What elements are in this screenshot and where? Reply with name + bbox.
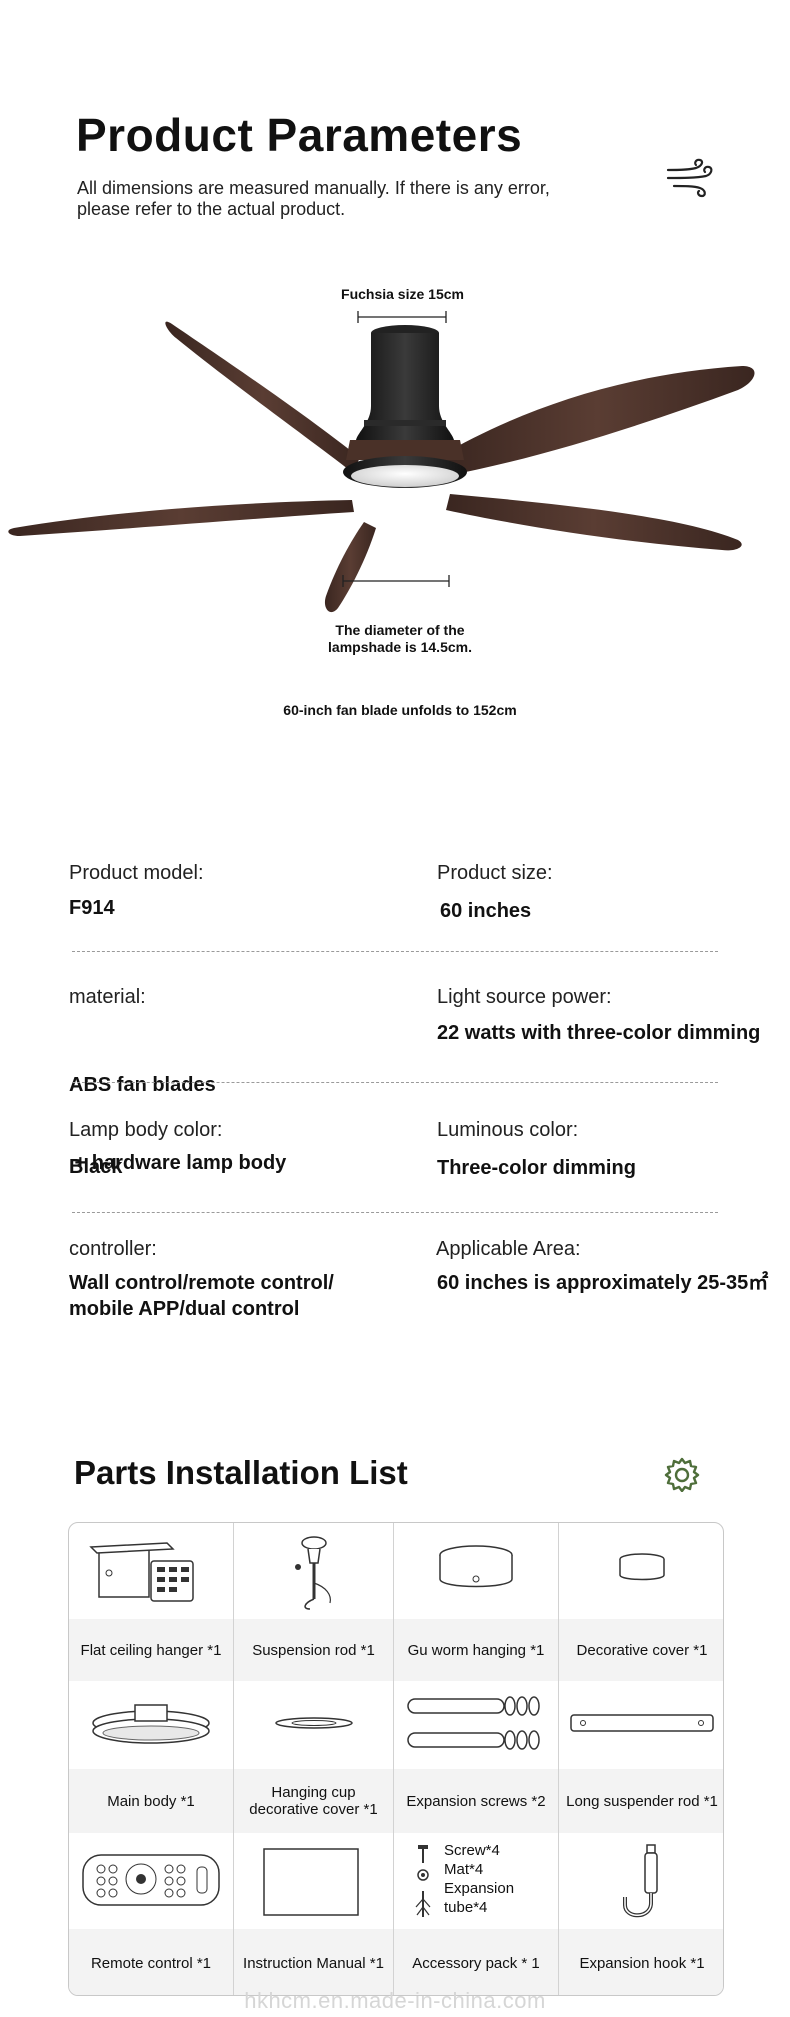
part-label: Flat ceiling hanger *1 (69, 1619, 233, 1681)
param-label-size: Product size: (437, 862, 553, 884)
part-label: Accessory pack * 1 (394, 1929, 558, 1995)
parts-table: Flat ceiling hanger *1 Suspension rod *1… (68, 1522, 724, 1996)
param-value-line: mobile APP/dual control (69, 1298, 300, 1320)
param-label-area: Applicable Area: (436, 1238, 581, 1260)
lampshade-label-line: lampshade is 14.5cm. (328, 639, 472, 655)
long-suspender-rod-icon (570, 1714, 714, 1732)
param-label-lamp-color: Lamp body color: (69, 1119, 223, 1141)
fan-motor-housing (356, 333, 454, 440)
screw-glyphs (415, 1845, 431, 1917)
fan-blade (165, 321, 360, 472)
accessory-pack-icon: Screw*4 Mat*4 Expansion tube*4 (394, 1833, 558, 1929)
part-cell: Gu worm hanging *1 (394, 1523, 559, 1681)
part-cell: Flat ceiling hanger *1 (69, 1523, 234, 1681)
part-cell: Main body *1 (69, 1681, 234, 1833)
param-value-power: 22 watts with three-color dimming (437, 1022, 761, 1044)
param-value-area: 60 inches is approximately 25-35㎡ (437, 1272, 769, 1294)
fan-blade (324, 522, 376, 613)
divider (72, 951, 718, 952)
part-cell: Instruction Manual *1 (234, 1833, 394, 1995)
part-label: Remote control *1 (69, 1929, 233, 1995)
subtitle-line: please refer to the actual product. (77, 199, 346, 219)
accessory-line: Expansion (444, 1880, 515, 1897)
part-label: Instruction Manual *1 (234, 1929, 393, 1995)
part-cell: Expansion hook *1 (559, 1833, 723, 1995)
param-value-size: 60 inches (440, 900, 532, 922)
gear-icon (664, 1457, 700, 1492)
part-label: Expansion hook *1 (559, 1929, 723, 1995)
lampshade-label-line: The diameter of the (335, 622, 465, 638)
accessory-pack-list: Screw*4 Mat*4 Expansion tube*4 (444, 1841, 514, 1917)
part-label: Main body *1 (69, 1769, 233, 1833)
param-label-material: material: (69, 986, 146, 1008)
fan-blade (8, 500, 355, 536)
param-value-line: ABS fan blades (69, 1074, 216, 1096)
param-label-model: Product model: (69, 862, 204, 884)
param-value-line: + hardware lamp body (69, 1152, 287, 1174)
param-label-luminous: Luminous color: (437, 1119, 579, 1141)
divider (72, 1082, 718, 1083)
part-cell: Screw*4 Mat*4 Expansion tube*4 Accessory… (394, 1833, 559, 1995)
remote-control-icon (82, 1854, 220, 1906)
page-title: Product Parameters (76, 109, 523, 161)
subtitle-line: All dimensions are measured manually. If… (77, 178, 550, 198)
part-cell: Remote control *1 (69, 1833, 234, 1995)
main-body-icon (92, 1704, 210, 1744)
gu-worm-hanging-icon (439, 1545, 513, 1588)
fan-blade (446, 494, 742, 551)
suspension-rod-icon (295, 1536, 331, 1610)
accessory-line: tube*4 (444, 1899, 488, 1916)
fan-blade (440, 366, 755, 476)
param-label-controller: controller: (69, 1238, 157, 1260)
parts-title: Parts Installation List (74, 1454, 408, 1491)
param-value-material: ABS fan blades + hardware lamp body (69, 1020, 286, 1202)
param-value-lamp-color: Black (69, 1156, 123, 1178)
fan-diagram (8, 311, 755, 613)
watermark: hkhcm.en.made-in-china.com (244, 1988, 546, 2013)
part-cell: Decorative cover *1 (559, 1523, 723, 1681)
part-label: Expansion screws *2 (394, 1769, 558, 1833)
page-subtitle: All dimensions are measured manually. If… (77, 178, 597, 220)
param-value-line: Wall control/remote control/ (69, 1272, 334, 1294)
part-cell: Suspension rod *1 (234, 1523, 394, 1681)
wind-icon (666, 158, 713, 198)
param-value-model: F914 (69, 897, 115, 919)
param-value-controller: Wall control/remote control/ mobile APP/… (69, 1270, 334, 1322)
hanging-cup-cover-icon (275, 1717, 353, 1729)
lampshade-dimension-label: The diameter of the lampshade is 14.5cm. (290, 622, 510, 656)
expansion-hook-icon (623, 1844, 658, 1918)
top-dimension-label: Fuchsia size 15cm (341, 286, 464, 302)
flat-ceiling-hanger-icon (89, 1542, 194, 1602)
param-label-power: Light source power: (437, 986, 612, 1008)
part-label: Long suspender rod *1 (559, 1769, 723, 1833)
part-label: Suspension rod *1 (234, 1619, 393, 1681)
part-label: Hanging cup decorative cover *1 (234, 1769, 393, 1833)
part-cell: Hanging cup decorative cover *1 (234, 1681, 394, 1833)
span-dimension-label: 60-inch fan blade unfolds to 152cm (283, 702, 517, 718)
expansion-screws-icon (407, 1696, 540, 1750)
param-value-luminous: Three-color dimming (437, 1157, 636, 1179)
part-cell: Expansion screws *2 (394, 1681, 559, 1833)
decorative-cover-icon (619, 1553, 665, 1581)
part-label: Decorative cover *1 (559, 1619, 723, 1681)
divider (72, 1212, 718, 1213)
accessory-line: Mat*4 (444, 1861, 484, 1878)
instruction-manual-icon (263, 1848, 359, 1916)
accessory-line: Screw*4 (444, 1842, 500, 1859)
part-label: Gu worm hanging *1 (394, 1619, 558, 1681)
part-cell: Long suspender rod *1 (559, 1681, 723, 1833)
